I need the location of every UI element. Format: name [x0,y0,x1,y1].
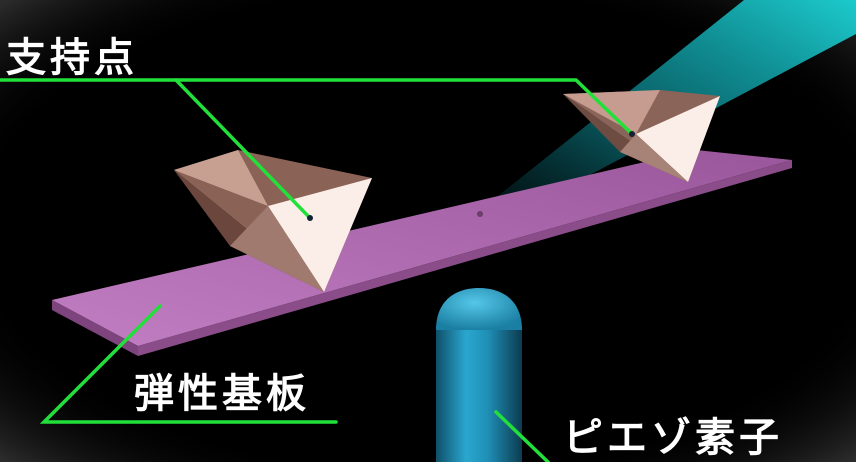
callout-support-right [0,78,634,136]
callout-dot-right [629,131,635,137]
center-mark [477,211,483,217]
label-support-point: 支持点 [6,35,138,81]
callout-substrate [39,304,338,424]
callout-support-left [174,78,312,220]
elastic-substrate [52,150,792,356]
label-elastic-substrate: 弾性基板 [134,371,310,417]
callout-piezo [494,410,550,462]
piezo-element-icon [436,288,522,462]
callout-dot-left [307,215,313,221]
support-right-icon [563,90,720,182]
support-left-icon [174,150,372,292]
label-piezo-element: ピエゾ素子 [563,415,783,461]
callout-lines [0,78,634,462]
